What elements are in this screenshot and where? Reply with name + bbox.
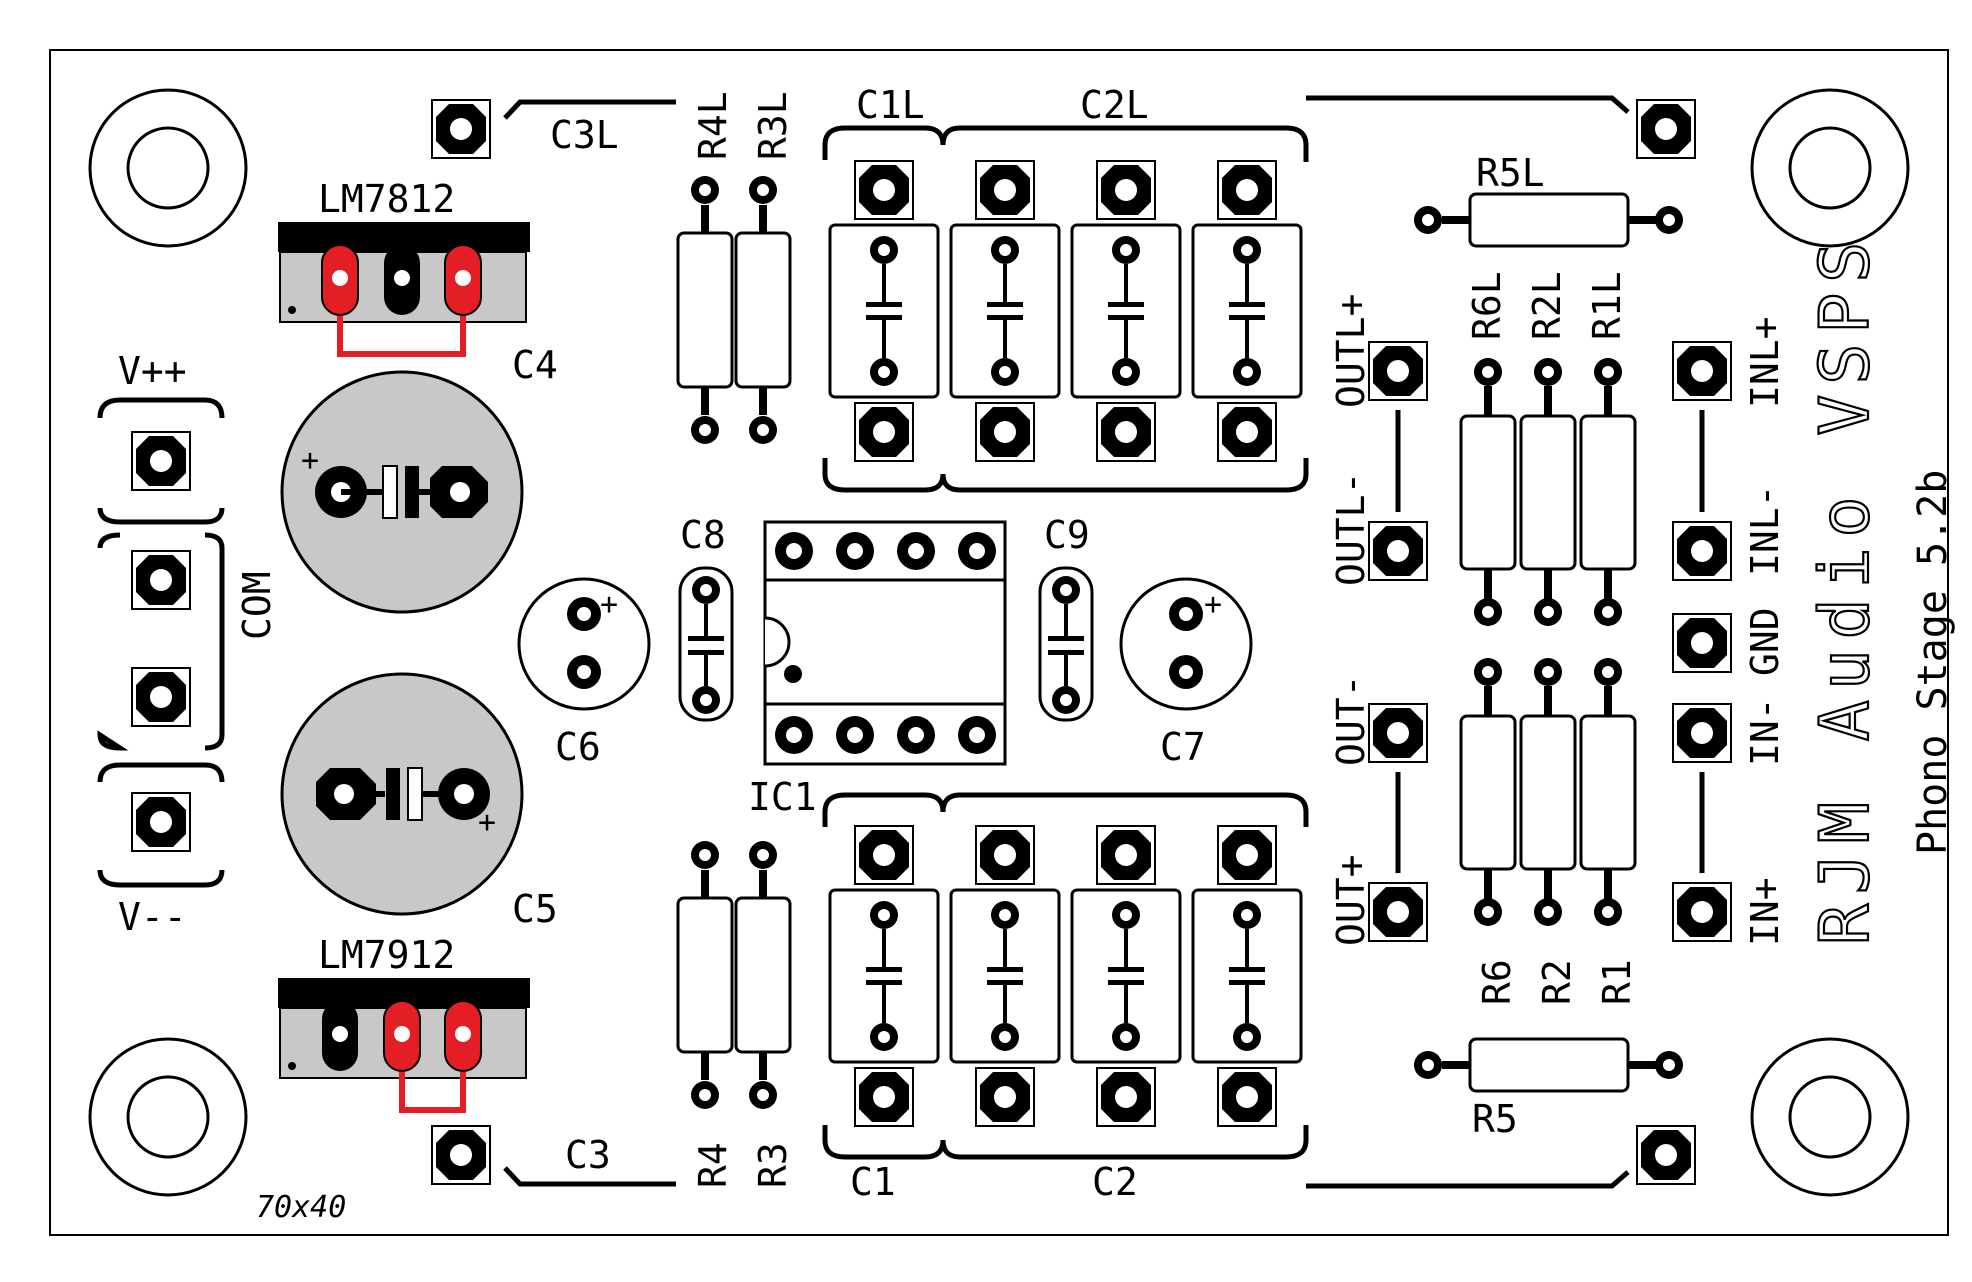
label-lm7812: LM7812 — [318, 177, 455, 221]
capacitor-bank-top: C1L C2L — [822, 83, 1309, 493]
label-r2l: R2L — [1525, 271, 1569, 340]
label-r3l: R3L — [751, 91, 795, 160]
board-subtitle: Phono Stage 5.2b — [1910, 470, 1956, 855]
label-in-plus: IN+ — [1743, 877, 1787, 946]
label-lm7912: LM7912 — [318, 933, 455, 977]
label-r4l: R4L — [691, 91, 735, 160]
label-com: COM — [235, 571, 279, 640]
svg-text:+: + — [301, 443, 319, 478]
label-c6: C6 — [555, 725, 601, 769]
capacitor-c6: + C6 — [517, 577, 651, 769]
resistor-r4l: R4L — [676, 91, 735, 444]
label-c1: C1 — [850, 1160, 896, 1204]
svg-text:+: + — [1204, 587, 1222, 622]
label-out-minus: OUT- — [1329, 674, 1373, 766]
label-vmm: V-- — [118, 895, 187, 939]
label-gnd: GND — [1743, 607, 1787, 676]
board-title: RJM Audio VSPS — [1806, 232, 1885, 945]
resistor-r5l: R5L — [1414, 151, 1683, 248]
resistor-r5: R5 — [1414, 1037, 1683, 1141]
capacitor-c7: + C7 — [1119, 577, 1253, 769]
label-outl-plus: OUTL+ — [1329, 294, 1373, 408]
label-inl-plus: INL+ — [1743, 316, 1787, 408]
label-r3: R3 — [751, 1142, 795, 1188]
svg-text:+: + — [478, 805, 496, 840]
input-connectors: INL+ INL- GND IN- IN+ — [1672, 316, 1787, 946]
trace-top-right — [1306, 95, 1630, 114]
label-c3: C3 — [565, 1133, 611, 1177]
label-c7: C7 — [1160, 725, 1206, 769]
label-c9: C9 — [1044, 513, 1090, 557]
capacitor-c3: C3 — [431, 1125, 676, 1187]
power-connector: V++ COM V-- — [97, 349, 279, 939]
output-connectors: OUTL+ OUTL- OUT- OUT+ — [1329, 294, 1428, 946]
resistor-r4: R4 — [676, 841, 735, 1188]
label-in-minus: IN- — [1743, 697, 1787, 766]
ic1-dip8: IC1 — [748, 520, 1007, 819]
capacitor-c3l: C3L — [431, 99, 676, 159]
capacitor-bank-bottom: C1 C2 — [822, 792, 1309, 1204]
regulator-lm7812: LM7812 — [278, 177, 530, 357]
capacitor-c5: + C5 — [280, 672, 558, 931]
label-r2: R2 — [1535, 959, 1579, 1005]
label-r1l: R1L — [1585, 271, 1629, 340]
label-c2: C2 — [1092, 1160, 1138, 1204]
label-c5: C5 — [512, 887, 558, 931]
regulator-lm7912: LM7912 — [278, 933, 530, 1113]
label-r5l: R5L — [1476, 151, 1545, 195]
resistor-r3l: R3L — [734, 91, 795, 444]
label-outl-minus: OUTL- — [1329, 472, 1373, 586]
resistor-group-left-channel: R6L R2L R1L — [1459, 271, 1635, 626]
label-out-plus: OUT+ — [1329, 854, 1373, 946]
label-vpp: V++ — [118, 349, 187, 393]
label-c1l: C1L — [856, 83, 925, 127]
label-c4: C4 — [512, 343, 558, 387]
resistor-group-right-channel: R6 R2 R1 — [1459, 658, 1639, 1005]
trace-bottom-right — [1306, 1170, 1630, 1189]
label-r4: R4 — [691, 1142, 735, 1188]
label-c2l: C2L — [1080, 83, 1149, 127]
label-c8: C8 — [680, 513, 726, 557]
label-r6: R6 — [1475, 959, 1519, 1005]
label-inl-minus: INL- — [1743, 484, 1787, 576]
capacitor-c8: C8 — [678, 513, 734, 722]
label-c3l: C3L — [550, 113, 619, 157]
board-size-note: 70x40 — [256, 1190, 346, 1225]
capacitor-c9: C9 — [1038, 513, 1094, 722]
label-r1: R1 — [1595, 959, 1639, 1005]
capacitor-c4: + C4 — [280, 343, 558, 614]
label-r6l: R6L — [1465, 271, 1509, 340]
label-r5: R5 — [1472, 1097, 1518, 1141]
resistor-r3: R3 — [734, 841, 795, 1188]
svg-text:+: + — [600, 587, 618, 622]
label-ic1: IC1 — [748, 775, 817, 819]
